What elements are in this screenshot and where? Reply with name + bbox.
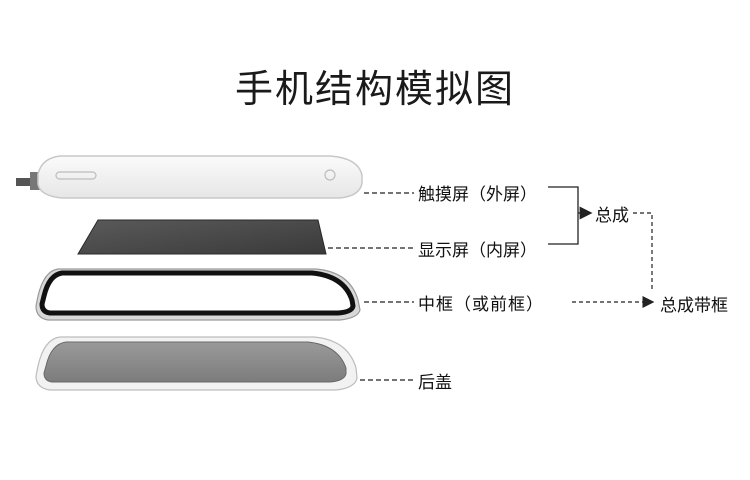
display-layer <box>77 219 327 255</box>
label-assembly: 总成 <box>595 206 629 226</box>
earpiece-slot <box>55 171 97 180</box>
touch-glass-panel <box>37 155 363 199</box>
label-touch-screen: 触摸屏（外屏） <box>418 185 537 205</box>
home-button-icon <box>324 169 336 181</box>
back-cover-panel <box>43 341 347 383</box>
label-display: 显示屏（内屏） <box>418 241 537 261</box>
bracket-screens <box>548 186 579 245</box>
middle-frame-layer <box>35 268 361 321</box>
back-cover-layer <box>35 336 358 391</box>
connector-combined <box>633 212 653 292</box>
label-back-cover: 后盖 <box>418 373 452 393</box>
touch-screen-layer <box>16 155 363 199</box>
flex-connector <box>16 178 34 186</box>
label-middle-frame: 中框（或前框） <box>418 295 544 315</box>
diagram-title: 手机结构模拟图 <box>234 67 515 111</box>
display-panel <box>77 219 327 255</box>
frame-border <box>39 270 356 316</box>
label-assembly-with-frame: 总成带框 <box>660 296 728 316</box>
